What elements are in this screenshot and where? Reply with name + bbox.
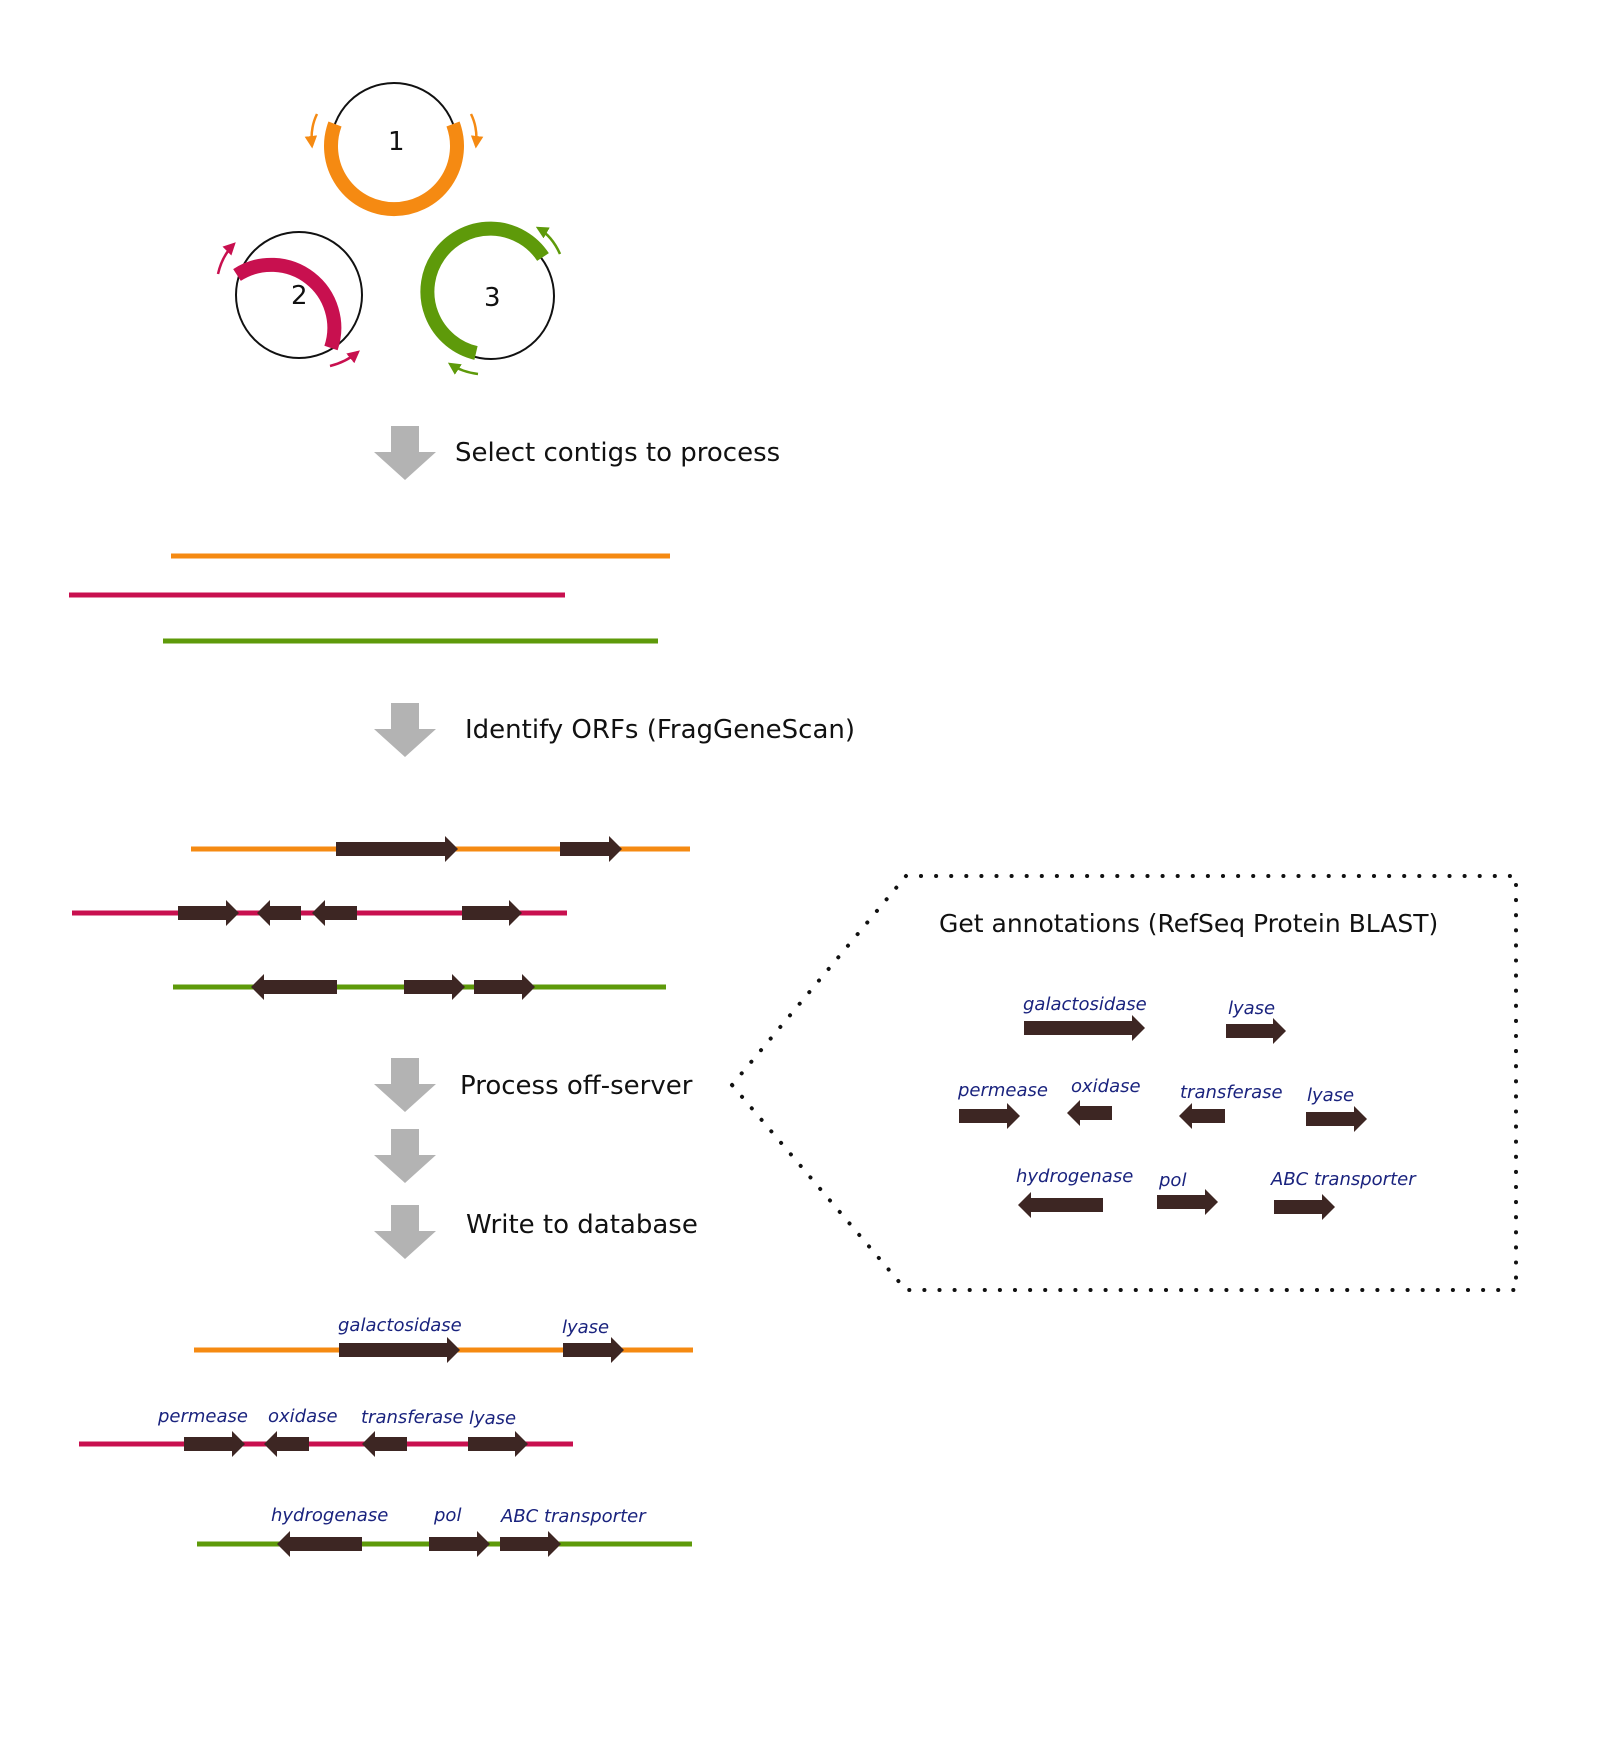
orf-contig-2 [72,900,567,926]
plasmid-2-primer-bottom [329,350,360,368]
plasmid-2-label: 2 [291,281,308,311]
gene-label: hydrogenase [1016,1166,1133,1187]
gene-arrow-icon [429,1531,490,1557]
gene-arrow-icon [1024,1015,1145,1041]
annotation-box: Get annotations (RefSeq Protein BLAST) g… [729,874,1518,1292]
plasmid-3-primer-top [535,226,562,255]
gene-arrow-icon [178,900,239,926]
gene-arrow-icon [1067,1100,1112,1126]
gene-label: permease [157,1406,248,1427]
down-arrow-icon [374,703,436,757]
gene-arrow-icon [563,1337,624,1363]
down-arrow-icon [374,1058,436,1112]
orf-contig-3 [173,974,666,1000]
gene-arrow-icon [264,1431,309,1457]
annotated-contig-1: galactosidase lyase [194,1315,693,1363]
plasmid-3: 3 [420,221,562,376]
step-write-label: Write to database [466,1210,698,1240]
gene-arrow-icon [1226,1018,1286,1044]
gene-arrow-icon [468,1431,528,1457]
gene-label: lyase [1228,998,1275,1019]
annotation-box-title: Get annotations (RefSeq Protein BLAST) [939,909,1438,938]
annotated-contig-2: permease oxidase transferase lyase [79,1406,573,1457]
plasmid-3-gene-arc [420,221,549,360]
gene-label: lyase [562,1317,609,1338]
gene-arrow-icon [339,1337,460,1363]
gene-arrow-icon [184,1431,245,1457]
gene-arrow-icon [1306,1106,1367,1132]
gene-label: lyase [469,1408,516,1429]
gene-arrow-icon [1179,1103,1225,1129]
gene-arrow-icon [462,900,522,926]
gene-arrow-icon [257,900,301,926]
gene-label: hydrogenase [271,1505,388,1526]
gene-label: ABC transporter [1270,1169,1417,1190]
down-arrow-icon [374,426,436,480]
gene-arrow-icon [362,1431,407,1457]
gene-arrow-icon [1018,1192,1103,1218]
gene-arrow-icon [277,1531,362,1557]
annotation-box-border [729,874,1518,1292]
gene-arrow-icon [312,900,357,926]
gene-label: ABC transporter [500,1506,647,1527]
gene-label: lyase [1307,1085,1354,1106]
gene-arrow-icon [959,1103,1020,1129]
gene-label: galactosidase [338,1315,462,1336]
plasmid-2-primer-top [216,242,236,275]
gene-label: oxidase [1071,1076,1141,1097]
plasmid-1-gene-arc [324,121,464,217]
plasmid-2-gene-arc [233,257,342,351]
step-process-label: Process off-server [460,1071,693,1101]
gene-arrow-icon [474,974,535,1000]
gene-label: permease [957,1080,1048,1101]
gene-arrow-icon [560,836,622,862]
gene-arrow-icon [500,1531,561,1557]
plasmid-1-primer-left [304,113,319,149]
gene-label: pol [1158,1170,1186,1191]
gene-arrow-icon [336,836,458,862]
step-identify-label: Identify ORFs (FragGeneScan) [465,715,855,745]
gene-label: transferase [1180,1082,1283,1103]
gene-arrow-icon [1157,1189,1218,1215]
plasmid-1-label: 1 [388,127,405,157]
gene-label: pol [433,1505,461,1526]
gene-label: galactosidase [1023,994,1147,1015]
plasmid-1-primer-right [469,113,484,149]
gene-label: transferase [361,1407,464,1428]
down-arrow-icon [374,1205,436,1259]
orf-contig-1 [191,836,690,862]
gene-arrow-icon [251,974,337,1000]
plasmid-1: 1 [304,82,484,217]
plasmid-2: 2 [216,231,363,368]
down-arrow-icon [374,1129,436,1183]
annotated-contig-3: hydrogenase pol ABC transporter [197,1505,692,1557]
gene-arrow-icon [1274,1194,1335,1220]
gene-arrow-icon [404,974,465,1000]
plasmid-2-backbone [235,231,363,359]
plasmid-3-label: 3 [484,283,501,313]
plasmid-3-primer-bottom [447,362,479,376]
step-select-label: Select contigs to process [455,438,780,468]
gene-label: oxidase [268,1406,338,1427]
